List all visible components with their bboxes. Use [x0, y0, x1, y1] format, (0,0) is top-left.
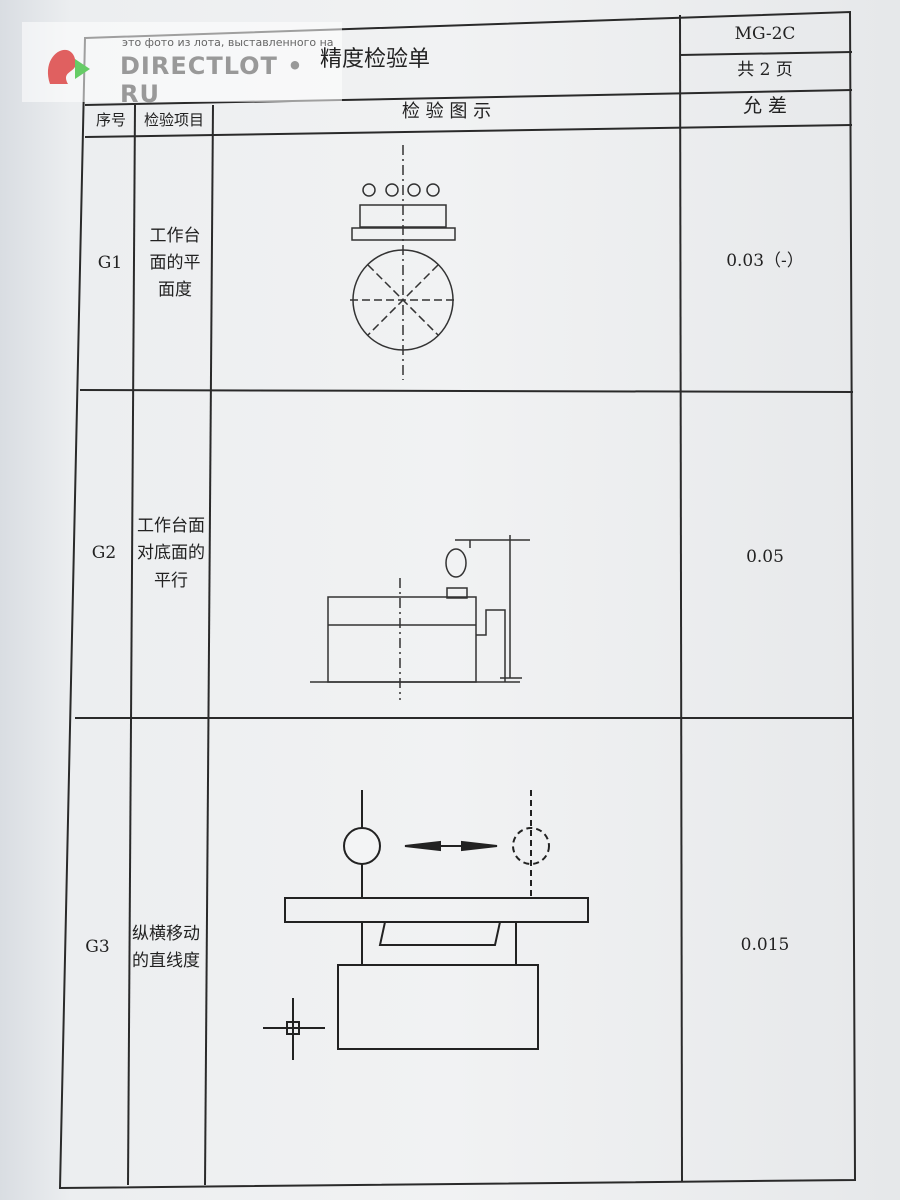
- col-item: 检验项目: [143, 111, 204, 129]
- g1-diagram: [350, 145, 456, 380]
- row-g3-item: 纵横移动的直线度: [132, 923, 200, 971]
- row-g1-item: 工作台面的平面度: [149, 225, 201, 301]
- row-g2-tolerance: 0.05: [746, 546, 784, 567]
- row-g3-tolerance: 0.015: [740, 934, 790, 955]
- page-count: 共 2 页: [737, 60, 793, 81]
- row-g1-tolerance: 0.03（-）: [726, 251, 804, 272]
- squirrel-logo-icon: [47, 49, 90, 84]
- page-title: 精度检验单: [319, 47, 430, 73]
- col-no: 序号: [95, 111, 126, 129]
- watermark-caption: это фото из лота, выставленного на: [122, 36, 334, 49]
- watermark: это фото из лота, выставленного на DIREC…: [22, 22, 342, 108]
- g3-diagram: [263, 790, 589, 1060]
- row-g2-item: 工作台面对底面的平行: [137, 516, 205, 591]
- col-tolerance: 允 差: [742, 94, 788, 117]
- col-diagram: 检 验 图 示: [401, 101, 492, 123]
- g2-diagram: [310, 535, 530, 700]
- row-g3-no: G3: [85, 937, 110, 958]
- row-g2-no: G2: [91, 543, 117, 564]
- watermark-brand: DIRECTLOT • RU: [120, 52, 304, 108]
- doc-code: MG-2C: [734, 24, 796, 45]
- row-g1-no: G1: [97, 252, 123, 273]
